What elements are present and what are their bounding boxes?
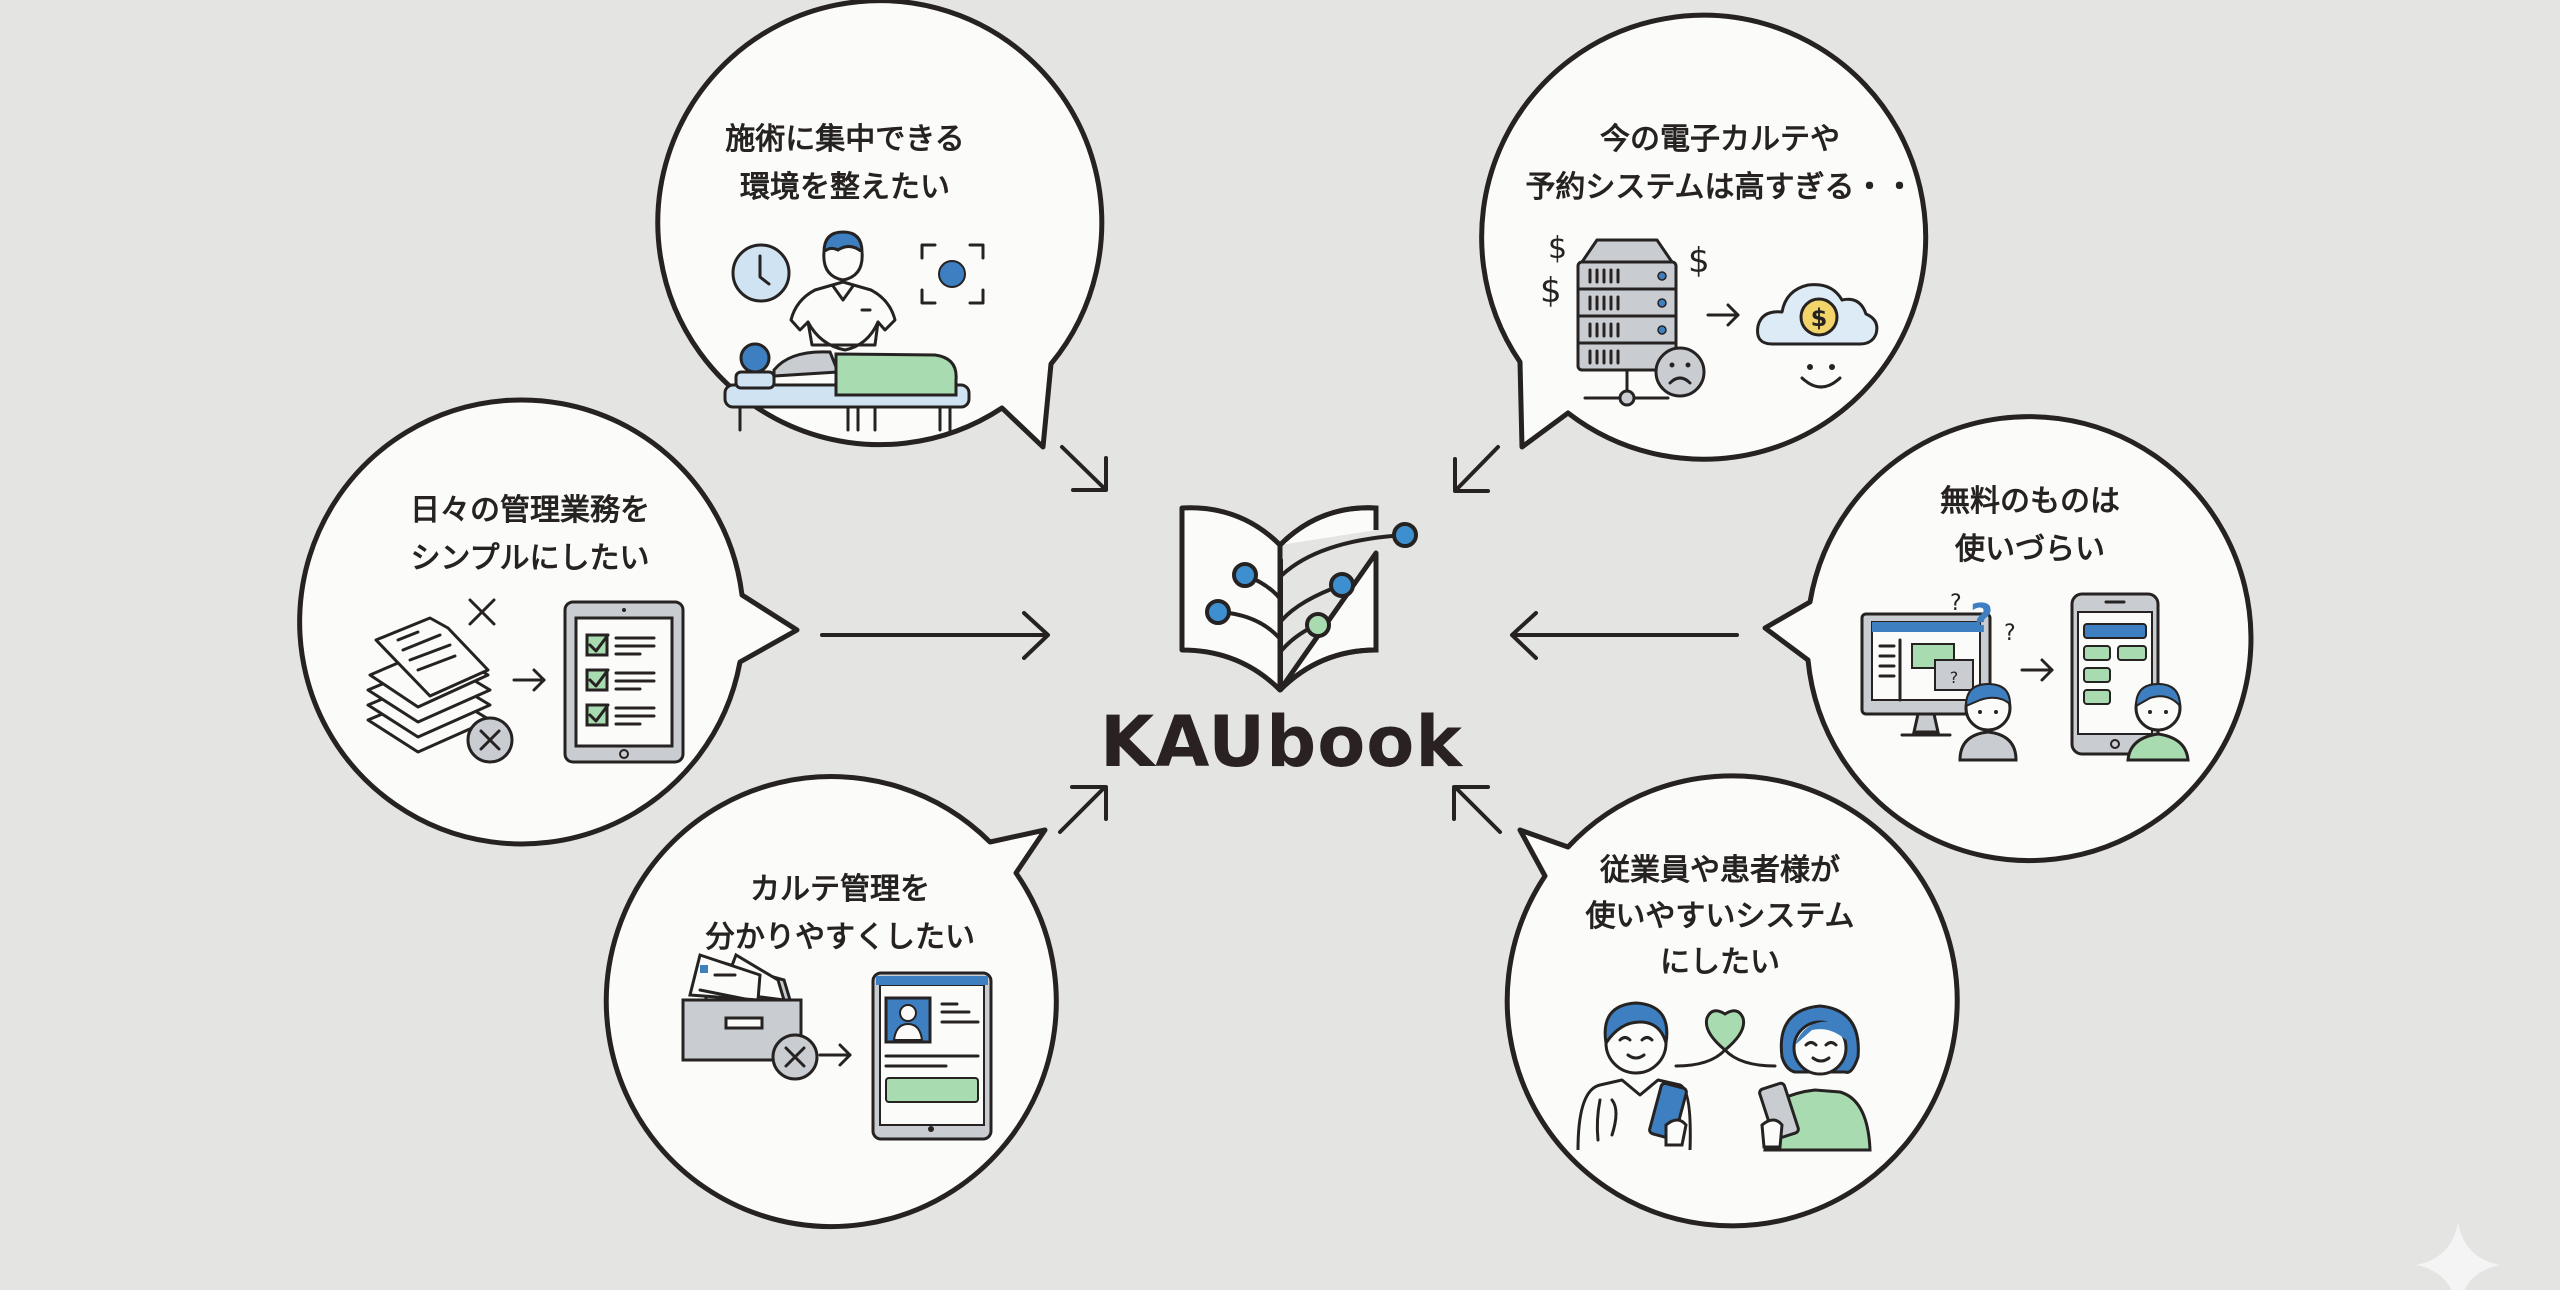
logo-node [1232,562,1258,588]
dollar-sign-icon: $ [1688,241,1710,281]
arrow-right-icon [2020,658,2054,682]
logo-node [1305,612,1331,638]
bubble-outline [1504,773,1960,1229]
speech-bubble-easy-for-staff-and-patients [1504,773,1960,1229]
cancel-x-circle-icon [466,716,514,764]
doctor-avatar [1576,1001,1692,1151]
simplify-admin-illustration [366,598,685,764]
kaubook-logo-icon [1179,505,1418,693]
patient-avatar [1758,1004,1872,1152]
bubble-line: シンプルにしたい [410,541,650,576]
arrow-bottom-right [1452,785,1502,834]
logo-node [1392,522,1418,548]
patient-profile-tablet-icon [871,971,993,1141]
heart-connection-icon [1674,1009,1777,1068]
happy-user-avatar [2126,682,2190,762]
bubble-text-clear-record-management: カルテ管理を 分かりやすくしたい [690,866,990,962]
bubble-line: カルテ管理を [750,872,930,907]
speech-bubble-simplify-daily-admin [297,397,800,847]
clock-icon [731,243,791,303]
paper-stack-icon [366,598,496,754]
question-mark-icon: ? [1950,668,1959,687]
arrow-right-icon [818,1043,852,1067]
smartphone-app-icon [2070,592,2160,756]
dollar-sign-icon: $ [1540,271,1562,311]
arrow-bottom-left [1058,785,1108,834]
bubble-line: 無料のものは [1940,484,2120,519]
bubble-text-simplify-daily-admin: 日々の管理業務を シンプルにしたい [380,487,680,583]
cloud-coin-icon: $ [1756,283,1879,346]
logo-node [1329,572,1355,598]
bubble-line: 従業員や患者様が [1600,853,1840,888]
speech-bubble-focus-on-treatment [655,0,1105,450]
sad-face-icon [1654,346,1706,398]
record-management-illustration [681,952,993,1141]
focus-target-icon [920,243,985,305]
question-mark-icon: ? [1950,591,1962,616]
server-rack-icon [1576,238,1678,407]
bubble-line: 分かりやすくしたい [705,920,975,955]
sparkle-icon [2416,1222,2500,1290]
free-tools-illustration: ? ? ? ? [1860,591,2190,762]
bubble-line: にしたい [1660,945,1780,980]
bubble-outline [297,397,800,847]
arrow-middle-left [820,611,1050,660]
bubble-text-free-tools-hard-to-use: 無料のものは 使いづらい [1880,478,2180,574]
bubble-text-systems-too-expensive: 今の電子カルテや 予約システムは高すぎる・・ [1520,116,1920,212]
desktop-monitor-icon: ? ? ? ? [1860,591,2016,737]
brand-name: KAUbook [1100,701,1463,783]
arrow-right-icon [1706,303,1740,327]
bubble-text-easy-for-staff-and-patients: 従業員や患者様が 使いやすいシステム にしたい [1560,848,1880,986]
arrow-top-left [1060,445,1108,492]
bubble-line: 使いづらい [1955,532,2105,567]
bubble-outline [655,0,1105,450]
smile-face-icon [1800,364,1842,389]
arrow-right-icon [512,668,546,692]
cancel-x-circle-icon [771,1033,819,1081]
question-mark-icon: ? [1970,596,1993,642]
question-mark-icon: ? [2004,621,2016,646]
logo-node [1205,599,1231,625]
treatment-illustration [723,223,985,432]
bubble-line: 日々の管理業務を [410,493,650,528]
staff-patient-illustration [1576,1001,1872,1152]
bubble-text-focus-on-treatment: 施術に集中できる 環境を整えたい [700,116,990,212]
arrow-middle-right [1510,611,1739,660]
checklist-tablet-icon [563,600,685,764]
arrow-top-right [1453,445,1500,493]
coin-dollar-sign: $ [1811,304,1828,332]
therapist-icon [789,223,897,352]
confused-user-avatar [1958,682,2018,762]
bubble-line: 予約システムは高すぎる・・ [1525,170,1915,205]
bubble-line: 使いやすいシステム [1585,899,1855,934]
expensive-systems-illustration: $ $ $ [1540,231,1879,407]
bubble-line: 今の電子カルテや [1600,122,1840,157]
bubble-line: 施術に集中できる [725,122,965,157]
bubble-line: 環境を整えたい [740,170,950,205]
dollar-sign-icon: $ [1548,231,1567,266]
treatment-bed-icon [723,342,971,432]
